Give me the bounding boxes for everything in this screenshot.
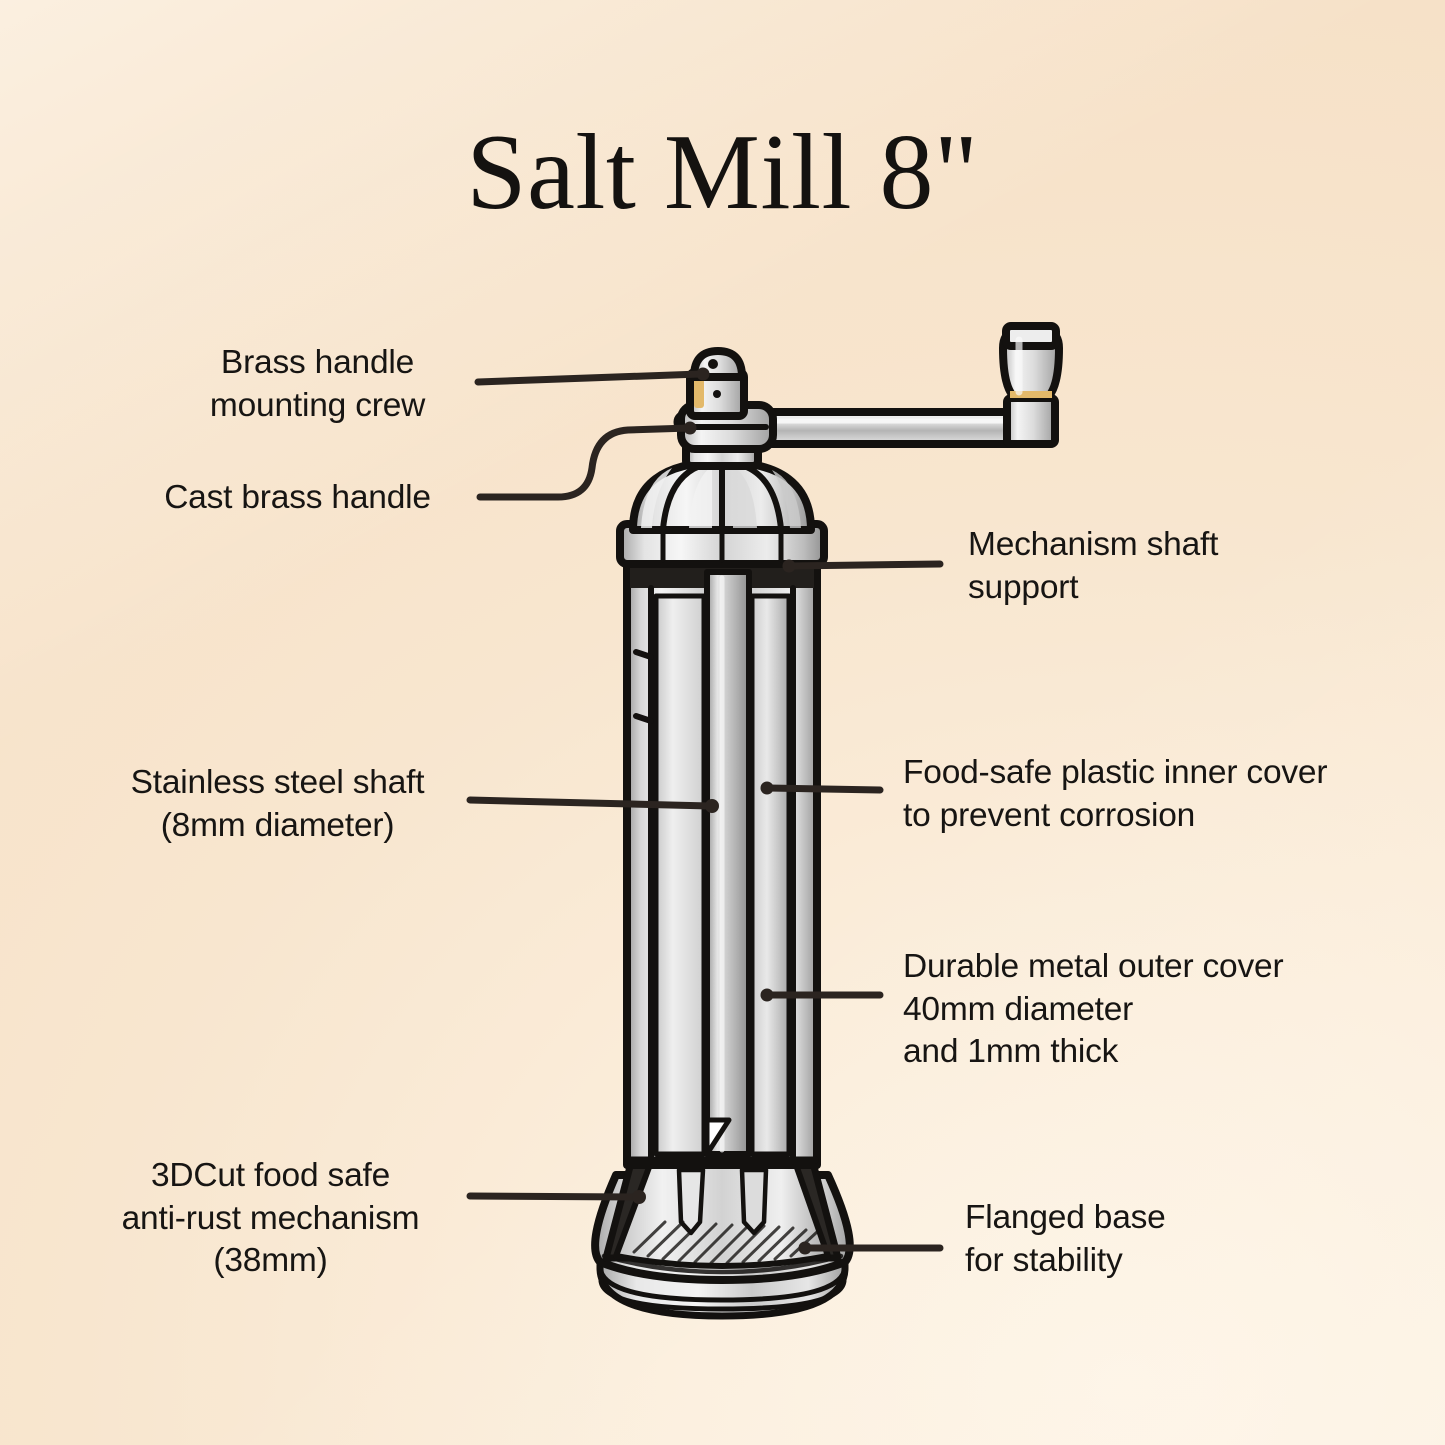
label-brass-handle-mounting-crew: Brass handle mounting crew	[209, 344, 426, 424]
leader-brass-handle-mounting-crew	[474, 367, 710, 386]
label-durable-metal-outer-cover: Durable metal outer cover 40mm diameter …	[903, 948, 1284, 1071]
leader-food-safe-plastic-inner-cover	[760, 781, 884, 795]
leader-stainless-steel-shaft	[466, 796, 719, 813]
page-title: Salt Mill 8"	[466, 113, 979, 232]
leader-mechanism-shaft-support	[782, 559, 944, 573]
label-flanged-base: Flanged base for stability	[965, 1199, 1166, 1279]
leader-durable-metal-outer-cover	[760, 988, 884, 1002]
label-mechanism-shaft-support: Mechanism shaft support	[968, 526, 1219, 606]
label-cut-mechanism: 3DCut food safe anti-rust mechanism (38m…	[121, 1157, 420, 1280]
label-stainless-steel-shaft: Stainless steel shaft (8mm diameter)	[130, 764, 425, 844]
leader-cast-brass-handle	[476, 421, 697, 501]
handle-knob-group	[999, 322, 1063, 448]
label-cast-brass-handle: Cast brass handle	[164, 479, 431, 516]
label-food-safe-plastic-inner-cover: Food-safe plastic inner cover to prevent…	[903, 754, 1328, 834]
leader-flanged-base	[798, 1241, 944, 1255]
leader-cut-mechanism	[466, 1190, 646, 1204]
outer-cover-body	[623, 556, 821, 1169]
